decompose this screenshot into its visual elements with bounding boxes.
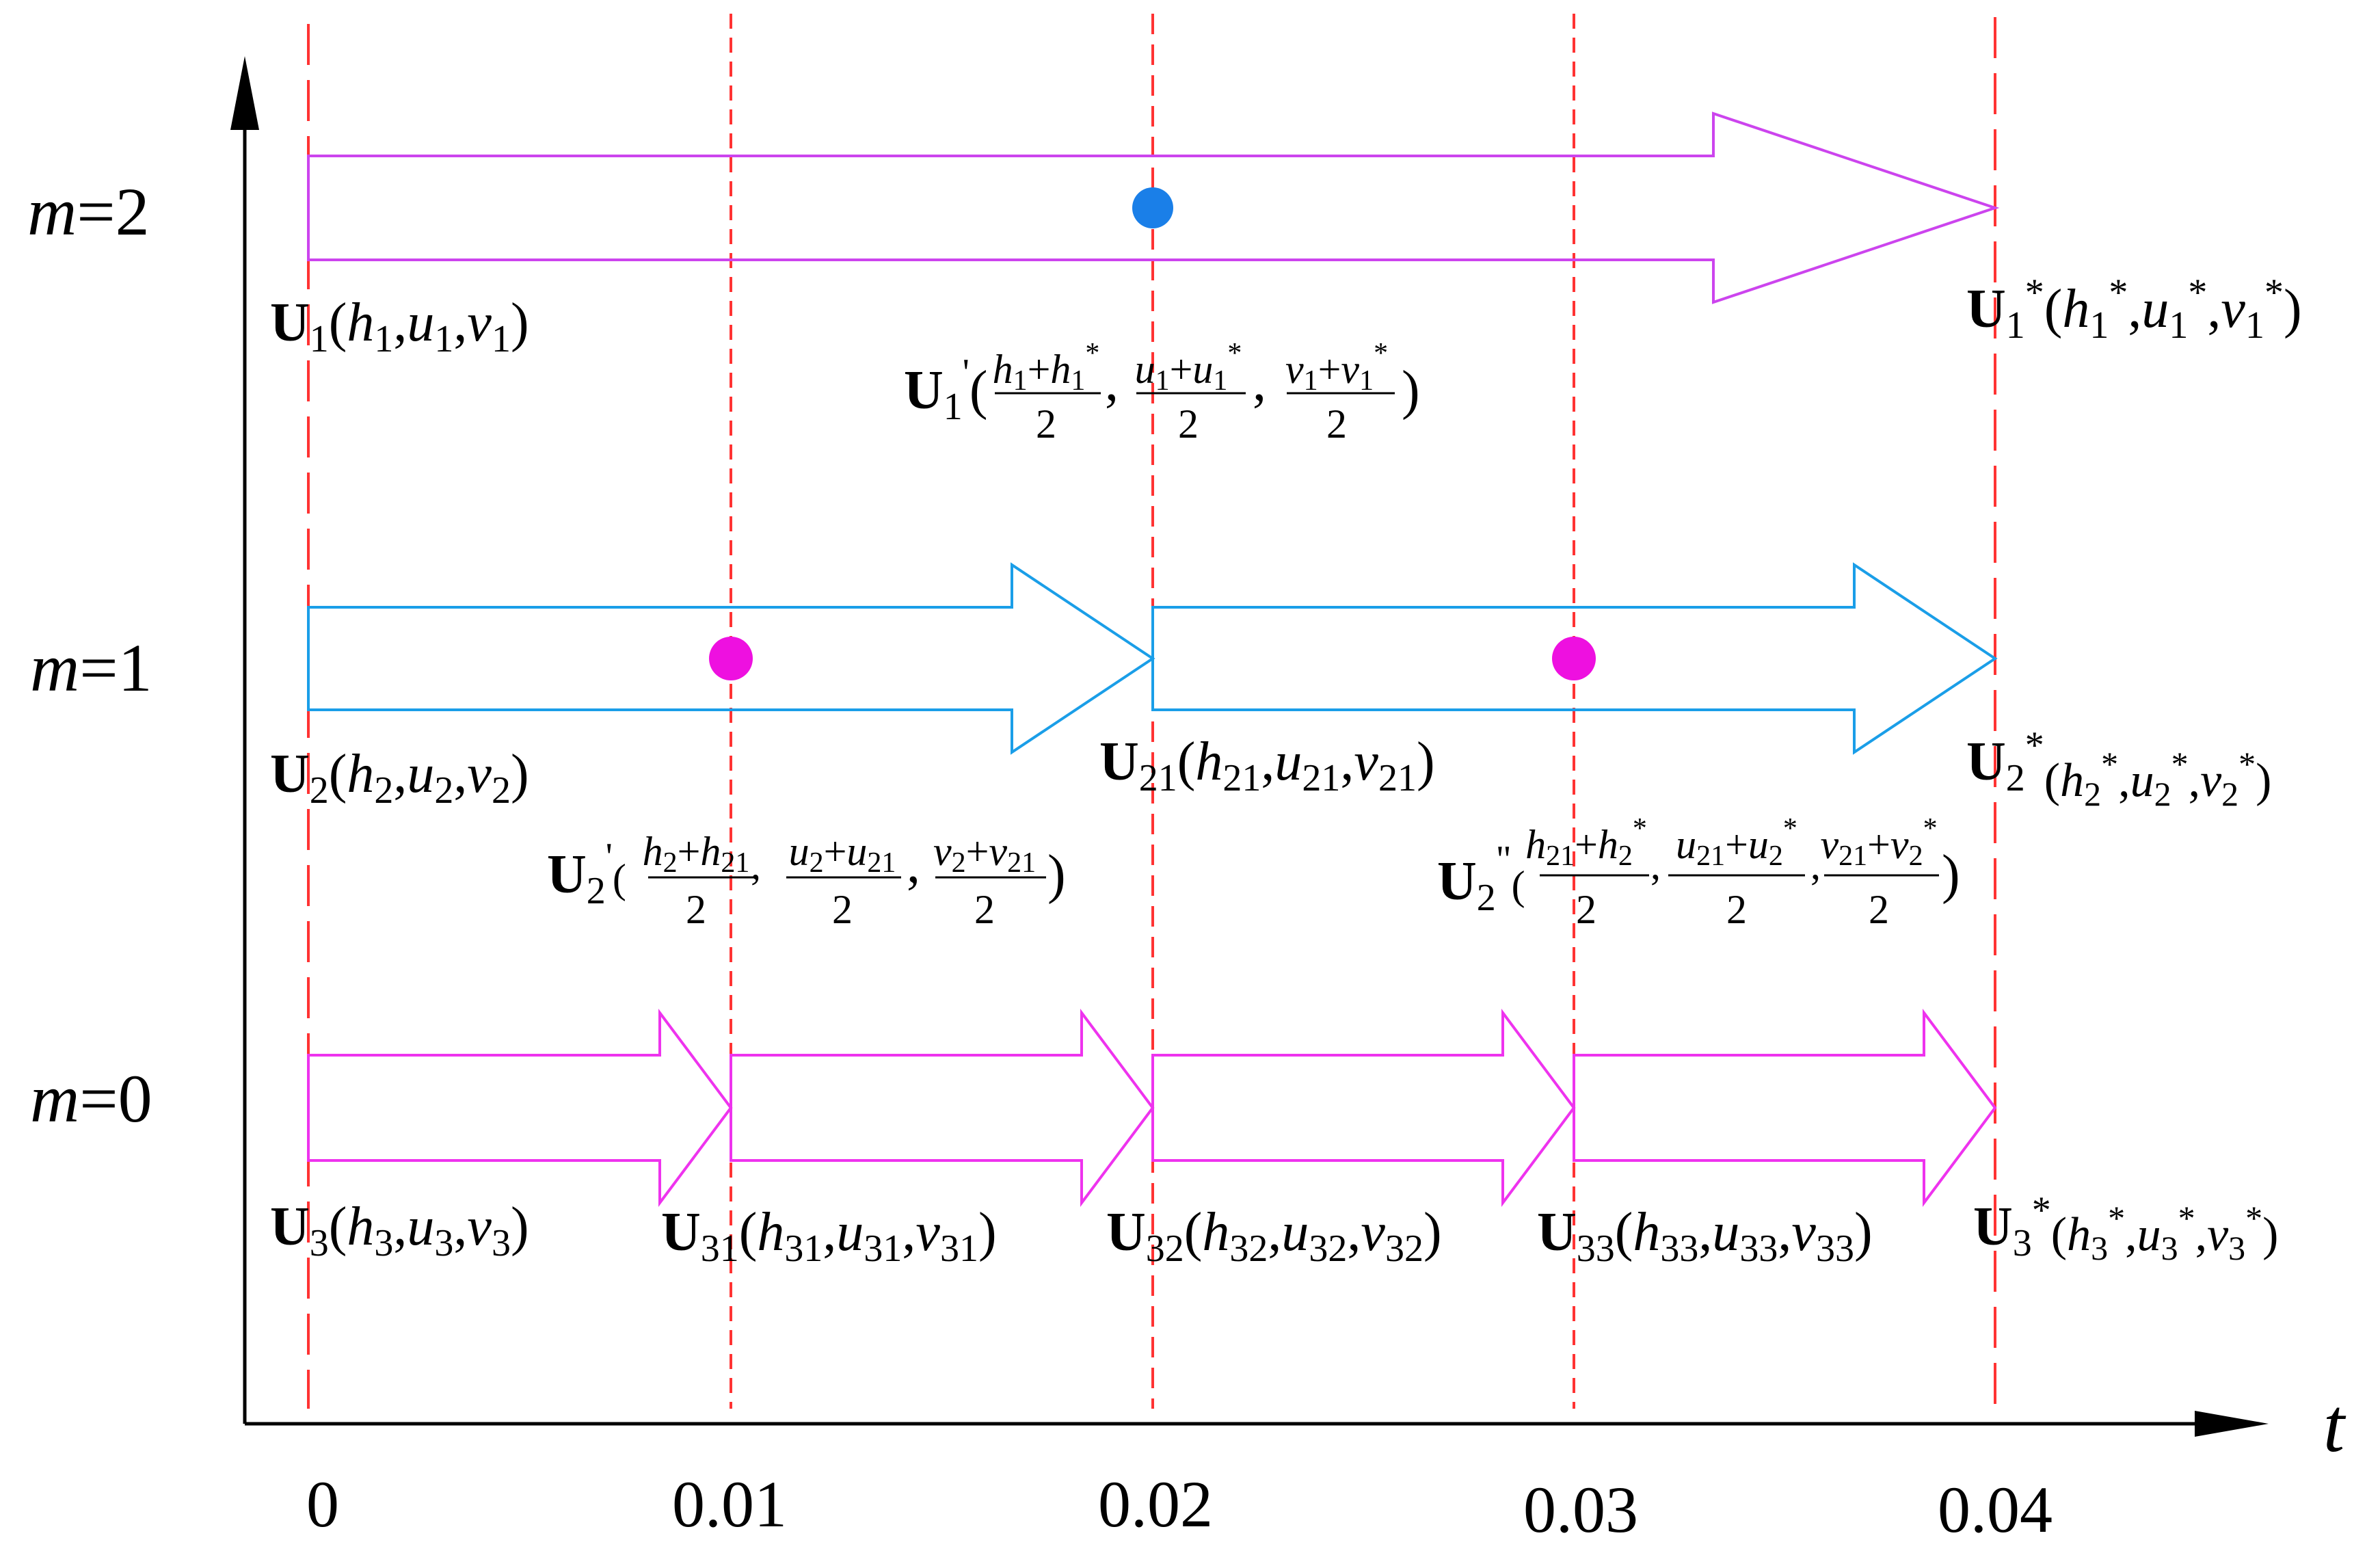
- level2-arrows: [307, 111, 2000, 304]
- y-axis-arrowhead: [230, 56, 259, 130]
- svg-text:): ): [1047, 845, 1066, 905]
- svg-text:2: 2: [832, 887, 853, 932]
- state-label-u33: U33(h33,u33,v33): [1537, 1202, 1873, 1270]
- time-step-arrow: [307, 111, 2000, 304]
- svg-text:v1+v1*: v1+v1*: [1285, 338, 1388, 397]
- x-tick-label: 0.02: [1098, 1468, 1213, 1541]
- x-axis-arrowhead: [2195, 1411, 2269, 1437]
- level0-arrows: [307, 1008, 1997, 1208]
- svg-text:u1+u1*: u1+u1*: [1135, 338, 1242, 397]
- row-label-m0: m=0: [30, 1061, 152, 1137]
- svg-text:2: 2: [1326, 401, 1347, 447]
- x-tick-labels: 0 0.01 0.02 0.03 0.04: [306, 1468, 2053, 1546]
- svg-text:U2"(: U2"(: [1437, 838, 1525, 919]
- row-label-m2: m=2: [27, 174, 150, 250]
- x-tick-label: 0.03: [1523, 1473, 1638, 1546]
- svg-text:,: ,: [751, 842, 761, 888]
- time-step-arrow: [1151, 1008, 1576, 1208]
- svg-text:): ): [1942, 845, 1960, 905]
- time-step-arrow: [1151, 562, 1998, 755]
- midpoint-marker-level1: [709, 637, 753, 680]
- state-label-u21: U21(h21,u21,v21): [1099, 732, 1435, 799]
- time-step-arrow: [307, 1008, 733, 1208]
- x-tick-label: 0.01: [672, 1468, 787, 1541]
- svg-text:u21+u2*: u21+u2*: [1676, 813, 1797, 872]
- svg-text:,: ,: [1810, 842, 1821, 888]
- x-tick-label: 0: [306, 1468, 339, 1541]
- svg-text:2: 2: [1869, 887, 1889, 932]
- svg-text:2: 2: [1726, 887, 1747, 932]
- x-axis-label: t: [2323, 1383, 2346, 1468]
- row-label-m1: m=1: [30, 630, 152, 706]
- midpoint-marker-level1: [1552, 637, 1596, 680]
- svg-text:U2'(: U2'(: [547, 836, 626, 912]
- state-label-u32: U32(h32,u32,v32): [1106, 1202, 1442, 1270]
- svg-text:): ): [1402, 360, 1420, 421]
- svg-text:,: ,: [1105, 352, 1119, 412]
- state-label-u2-prime: U2'( h2+h21 2 , u2+u21 2 , v2+v21 2 ): [547, 829, 1066, 932]
- state-label-u1-prime: U1'( h1+h1* 2 , u1+u1* 2 , v1+v1* 2 ): [904, 338, 1420, 447]
- midpoint-marker-level2: [1132, 187, 1173, 228]
- svg-text:v21+v2*: v21+v2*: [1820, 813, 1937, 872]
- level1-arrows: [307, 562, 1998, 755]
- state-label-u3: U3(h3,u3,v3): [270, 1197, 529, 1264]
- time-step-arrow: [307, 562, 1155, 755]
- state-label-u1: U1(h1,u1,v1): [270, 293, 529, 360]
- row-labels: m=2 m=1 m=0: [27, 174, 152, 1137]
- svg-text:2: 2: [1178, 401, 1199, 447]
- state-label-u3-star: U3*(h3*,u3*,v3*): [1973, 1189, 2278, 1267]
- svg-text:h2+h21: h2+h21: [643, 829, 750, 879]
- state-label-u2-star: U2*(h2*,u2*,v2*): [1966, 724, 2271, 813]
- svg-text:2: 2: [974, 887, 995, 932]
- axes: [230, 56, 2269, 1437]
- svg-text:h21+h2*: h21+h2*: [1525, 813, 1647, 872]
- svg-text:2: 2: [686, 887, 706, 932]
- x-tick-label: 0.04: [1938, 1473, 2053, 1546]
- state-label-u2-double-prime: U2"( h21+h2* 2 , u21+u2* 2 , v21+v2* 2 ): [1437, 813, 1960, 932]
- state-label-u1-star: U1*(h1*,u1*,v1*): [1966, 271, 2302, 347]
- state-label-u2: U2(h2,u2,v2): [270, 744, 529, 812]
- svg-text:2: 2: [1576, 887, 1596, 932]
- svg-text:2: 2: [1036, 401, 1056, 447]
- svg-text:h1+h1*: h1+h1*: [993, 338, 1100, 397]
- svg-text:,: ,: [1253, 352, 1266, 412]
- svg-text:,: ,: [1650, 842, 1661, 888]
- svg-text:v2+v21: v2+v21: [933, 829, 1036, 879]
- svg-text:,: ,: [907, 834, 920, 894]
- time-step-arrow: [1573, 1008, 1997, 1208]
- svg-text:u2+u21: u2+u21: [789, 829, 896, 879]
- svg-text:U1'(: U1'(: [904, 351, 988, 428]
- time-step-arrow: [730, 1008, 1155, 1208]
- state-label-u31: U31(h31,u31,v31): [661, 1202, 997, 1270]
